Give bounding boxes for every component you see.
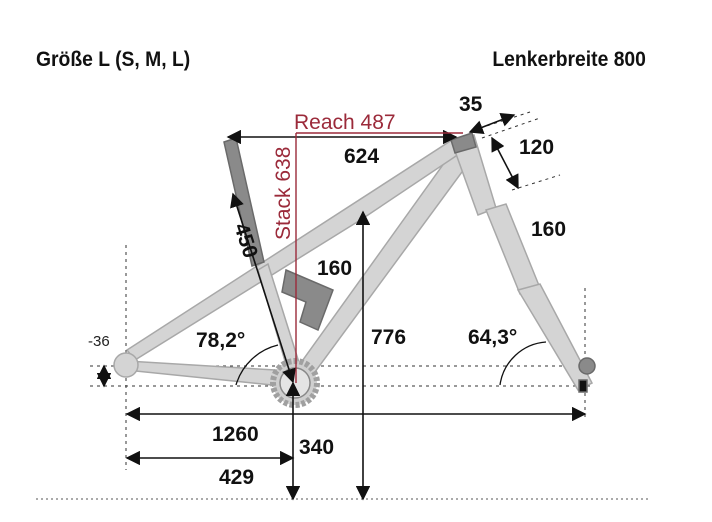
seat-angle-label: 78,2°	[196, 329, 245, 352]
stem-label: 35	[459, 93, 483, 116]
head-angle-label: 64,3°	[468, 326, 517, 349]
seat-tube-label: 450	[229, 220, 262, 260]
fork-travel-label: 160	[531, 218, 566, 241]
chainstay-label: 429	[219, 466, 254, 489]
chainring	[270, 358, 320, 408]
rear-dropout	[113, 352, 139, 378]
handlebar-width-label: Lenkerbreite 800	[492, 48, 646, 71]
bb-ground-label: 340	[299, 436, 334, 459]
size-label: Größe L (S, M, L)	[36, 48, 191, 71]
bb-height-label: 776	[371, 326, 406, 349]
reference-lines	[90, 111, 590, 470]
headset-arrow	[491, 136, 519, 190]
fork-foot	[578, 379, 588, 393]
head-angle-arc	[499, 341, 547, 386]
headset-label: 120	[519, 136, 554, 159]
front-dropout	[578, 357, 596, 375]
reach-label: Reach 487	[294, 111, 396, 134]
dimension-arrows	[96, 112, 587, 501]
bb-drop-label: -36	[88, 333, 110, 350]
headset-guide-upper	[481, 117, 541, 139]
wheelbase-label: 1260	[212, 423, 259, 446]
headset-guide-lower	[511, 174, 561, 191]
chainstay	[125, 360, 293, 388]
top-tube-label: 624	[344, 145, 379, 168]
seat-tube-arrow	[230, 192, 296, 384]
rear-travel-label: 160	[317, 257, 352, 280]
fork-lower	[516, 283, 594, 391]
reach-stack-lines	[295, 132, 463, 383]
stack-label: Stack 638	[272, 147, 295, 240]
stem-arrow	[468, 112, 516, 135]
